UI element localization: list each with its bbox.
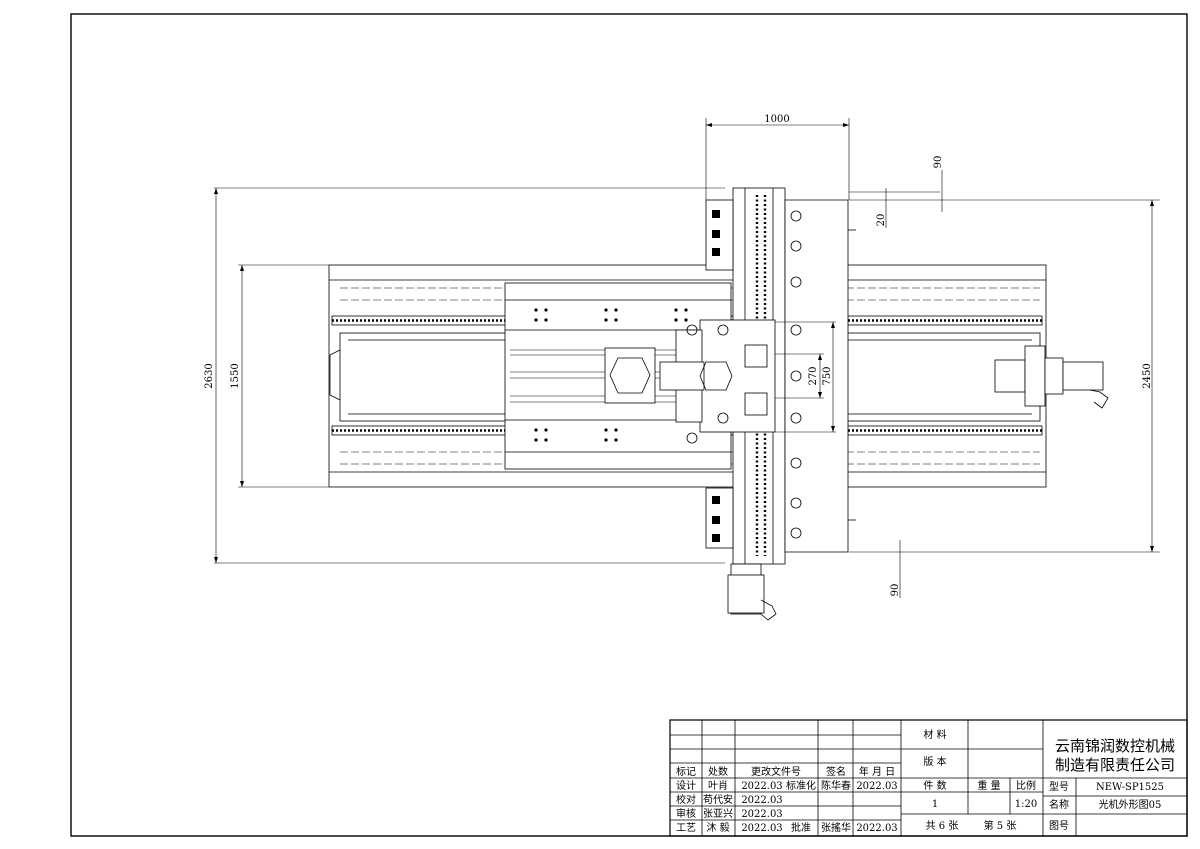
company-name-line2: 制造有限责任公司 — [1055, 756, 1175, 774]
dim-width-1000: 1000 — [764, 114, 789, 125]
design-name: 叶肖 — [708, 779, 728, 792]
y-axis-drive-motor — [727, 563, 777, 621]
title-block-text: 云南锦润数控机械 制造有限责任公司 材 料 版 本 件 数 重 量 比例 1 1… — [676, 728, 1175, 834]
hdr-mark: 标记 — [676, 766, 696, 778]
review-name: 张亚兴 — [703, 808, 733, 820]
count-label: 件 数 — [923, 779, 946, 792]
dim-offset-20: 20 — [876, 214, 887, 227]
tool-magazine — [604, 347, 733, 404]
x-axis-drive-motor — [994, 345, 1109, 409]
design-label: 设计 — [676, 779, 696, 792]
model-value: NEW-SP1525 — [1096, 782, 1164, 793]
model-label: 型号 — [1049, 780, 1069, 793]
hdr-change-doc: 更改文件号 — [751, 765, 801, 778]
hdr-date: 年 月 日 — [859, 765, 895, 778]
hdr-count: 处数 — [708, 765, 728, 778]
count-value: 1 — [932, 799, 938, 810]
process-date: 2022.03 — [741, 823, 782, 834]
approve-date: 2022.03 — [856, 823, 897, 834]
check-date: 2022.03 — [741, 795, 782, 806]
saddle-bolt-holes — [790, 210, 802, 539]
drawing-no-label: 图号 — [1049, 820, 1069, 832]
process-label: 工艺 — [676, 822, 696, 834]
company-name-line1: 云南锦润数控机械 — [1055, 737, 1175, 755]
dim-height-2450: 2450 — [1142, 363, 1153, 388]
standard-label: 标准化 — [786, 779, 816, 792]
hdr-sign: 签名 — [826, 765, 846, 778]
name-value: 光机外形图05 — [1099, 798, 1162, 811]
dimension-lines — [214, 118, 1160, 598]
dim-height-2630: 2630 — [204, 363, 215, 388]
standard-date: 2022.03 — [856, 781, 897, 792]
check-label: 校对 — [676, 793, 696, 806]
version-label: 版 本 — [923, 755, 946, 768]
check-name: 苟代安 — [703, 793, 733, 806]
standard-name: 陈华春 — [821, 779, 851, 792]
sheets-total: 共 6 张 — [926, 820, 959, 832]
weight-label: 重 量 — [977, 779, 1000, 792]
dim-outer-750: 750 — [822, 366, 833, 385]
scale-label: 比例 — [1016, 779, 1036, 792]
sheet-current: 第 5 张 — [984, 819, 1017, 832]
dim-inner-270: 270 — [808, 366, 819, 385]
approve-name: 张搖华 — [821, 821, 851, 834]
approve-label: 批准 — [791, 821, 811, 834]
machine-top-view — [328, 187, 1109, 621]
process-name: 沐 毅 — [706, 821, 729, 834]
dim-bottom-gap-90: 90 — [890, 584, 901, 597]
dim-top-gap-90: 90 — [933, 156, 944, 169]
name-label: 名称 — [1049, 798, 1069, 811]
review-label: 审核 — [676, 807, 696, 820]
spindle-head — [699, 319, 776, 433]
material-label: 材 料 — [923, 728, 946, 741]
title-block — [669, 719, 1188, 837]
review-date: 2022.03 — [741, 809, 782, 820]
design-date: 2022.03 — [741, 781, 782, 792]
dim-rail-1550: 1550 — [230, 363, 241, 388]
scale-value: 1:20 — [1015, 799, 1037, 810]
drawing-frame — [70, 13, 1188, 837]
